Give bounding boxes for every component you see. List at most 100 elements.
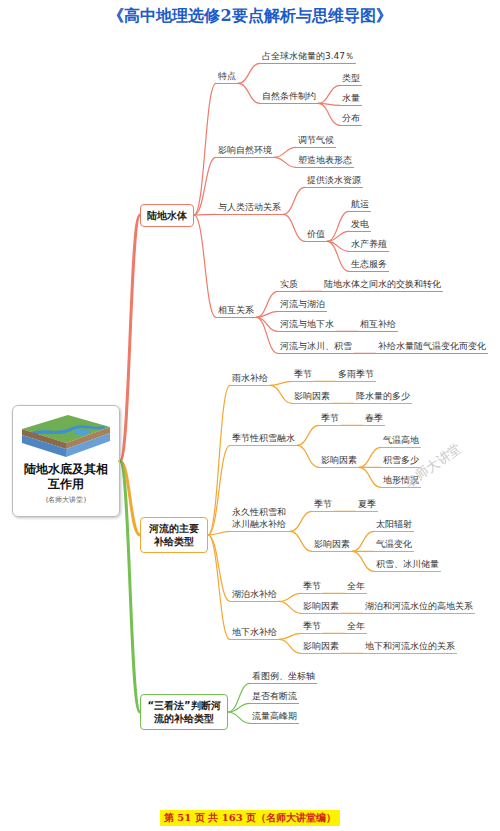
- node-label: 气温高地: [383, 434, 419, 446]
- topic-item: 自然条件制约: [260, 90, 318, 104]
- topic-item: 地下和河流水位的关系: [363, 640, 457, 654]
- branch-connector: [318, 103, 340, 125]
- topic-item: 影响因素: [292, 390, 332, 404]
- branch-connector: [359, 447, 381, 467]
- branch-connector: [336, 331, 358, 332]
- topic-item: 季节: [301, 580, 323, 594]
- branch-connector: [279, 601, 301, 613]
- branch-connector: [274, 147, 296, 157]
- node-label: 陆地水体之间水的交换和转化: [324, 278, 441, 290]
- branch-connector: [228, 712, 250, 723]
- topic-item: 气温高地: [381, 434, 421, 448]
- node-label: 地下和河流水位的关系: [365, 640, 455, 652]
- branch-connector: [314, 381, 336, 382]
- topic-item: 流量高峰期: [250, 710, 299, 724]
- node-label: 积雪、冰川储量: [376, 558, 439, 570]
- topic-item: 特点: [216, 70, 238, 84]
- node-label: 影响自然环境: [218, 144, 272, 156]
- branch-connector: [323, 633, 345, 634]
- topic-item: 季节: [292, 368, 314, 382]
- topic-item: 降水量的多少: [354, 390, 412, 404]
- topic-item: 积雪、冰川储量: [374, 558, 441, 572]
- branch-connector: [283, 187, 305, 214]
- topic-item: 发电: [349, 218, 371, 232]
- node-label: 永久性积雪和冰川融水补给: [232, 506, 288, 530]
- topic-item: 湖泊水补给: [230, 588, 279, 602]
- node-label: 是否有断流: [252, 690, 297, 702]
- branch-connector: [238, 63, 260, 83]
- node-label: 地下水补给: [232, 626, 277, 638]
- branch-connector: [274, 157, 296, 167]
- node-label: 实质: [280, 278, 298, 290]
- topic-item: 季节: [319, 412, 341, 426]
- topic-item: 调节气候: [296, 134, 336, 148]
- branch-connector: [283, 214, 305, 241]
- node-label: 气温变化: [376, 538, 412, 550]
- topic-item: 夏季: [356, 498, 378, 512]
- branch-connector: [120, 215, 140, 461]
- topic-item: 看图例、坐标轴: [250, 670, 317, 684]
- branch-connector: [297, 445, 319, 467]
- node-label: “三看法”判断河流的补给类型: [147, 699, 221, 725]
- topic-item: 影响因素: [301, 640, 341, 654]
- topic-item: 价值: [305, 228, 327, 242]
- node-label: 陆地水体: [147, 209, 187, 222]
- node-label: 太阳辐射: [376, 518, 412, 530]
- branch-box: 陆地水体: [140, 204, 194, 227]
- node-label: 季节: [294, 368, 312, 380]
- node-label: 影响因素: [303, 600, 339, 612]
- node-label: 影响因素: [321, 454, 357, 466]
- topic-item: 是否有断流: [250, 690, 299, 704]
- branch-connector: [194, 157, 216, 215]
- node-label: 积雪多少: [383, 454, 419, 466]
- branch-connector: [334, 511, 356, 512]
- branch-connector: [120, 461, 140, 712]
- branch-connector: [256, 317, 278, 353]
- node-label: 季节: [314, 498, 332, 510]
- topic-item: 陆地水体之间水的交换和转化: [322, 278, 443, 292]
- topic-item: 季节: [312, 498, 334, 512]
- topic-item: 塑造地表形态: [296, 154, 354, 168]
- node-label: 水量: [342, 92, 360, 104]
- page-footer: 第 51 页 共 163 页（名师大讲堂编）: [160, 810, 340, 826]
- node-label: 季节: [321, 412, 339, 424]
- topic-item: 太阳辐射: [374, 518, 414, 532]
- branch-connector: [238, 83, 260, 103]
- node-label: 湖泊水补给: [232, 588, 277, 600]
- node-label: 自然条件制约: [262, 90, 316, 102]
- branch-connector: [300, 291, 322, 292]
- topic-item: 占全球水储量的3.47％: [260, 50, 356, 64]
- topic-item: 地下水补给: [230, 626, 279, 640]
- branch-connector: [352, 551, 374, 571]
- branch-connector: [208, 445, 230, 535]
- branch-connector: [323, 593, 345, 594]
- node-label: 夏季: [358, 498, 376, 510]
- branch-connector: [279, 593, 301, 601]
- node-label: 补给水量随气温变化而变化: [378, 340, 486, 352]
- node-label: 类型: [342, 72, 360, 84]
- topic-item: 水产养殖: [349, 238, 389, 252]
- branch-connector: [332, 403, 354, 404]
- node-label: 航运: [351, 198, 369, 210]
- branch-connector: [228, 683, 250, 712]
- branch-connector: [341, 613, 363, 614]
- branch-connector: [208, 531, 230, 535]
- node-label: 与人类活动关系: [218, 201, 281, 213]
- branch-connector: [327, 231, 349, 241]
- topic-item: 与人类活动关系: [216, 201, 283, 215]
- topic-item: 影响因素: [301, 600, 341, 614]
- topic-item: 补给水量随气温变化而变化: [376, 340, 488, 354]
- node-label: 生态服务: [351, 258, 387, 270]
- watermark: 名师大讲堂: [402, 441, 464, 491]
- central-topic: 陆地水底及其相互作用(名师大讲堂): [12, 405, 120, 517]
- topic-item: 永久性积雪和冰川融水补给: [230, 506, 290, 532]
- topic-item: 湖泊和河流水位的高地关系: [363, 600, 475, 614]
- topic-item: 春季: [363, 412, 385, 426]
- node-label: 湖泊和河流水位的高地关系: [365, 600, 473, 612]
- groundwater-left: [22, 435, 66, 457]
- topic-item: 影响自然环境: [216, 144, 274, 158]
- diagram-title: 《高中地理选修2要点解析与思维导图》: [0, 6, 500, 27]
- topic-item: 影响因素: [319, 454, 359, 468]
- branch-connector: [290, 511, 312, 531]
- topic-item: 提供淡水资源: [305, 174, 363, 188]
